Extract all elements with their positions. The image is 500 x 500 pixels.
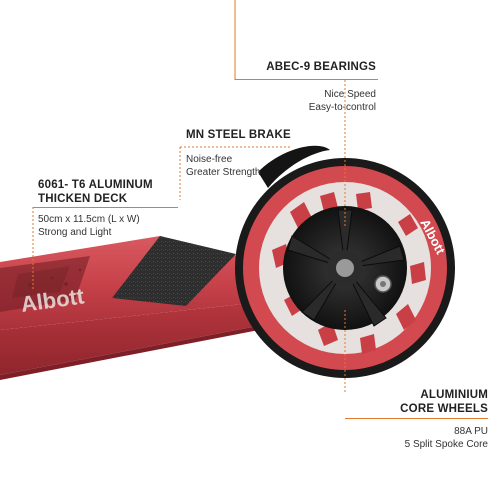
grip-tape [112, 236, 236, 306]
bearings-line-1: Nice Speed [324, 89, 376, 100]
brake-line-2: Greater Strength [186, 167, 261, 178]
callout-deck-desc: 50cm x 11.5cm (L x W) Strong and Light [38, 213, 188, 239]
wheels-title-1: ALUMINIUM [420, 389, 488, 401]
callout-deck: 6061- T6 ALUMINUM THICKEN DECK [38, 178, 188, 206]
brake-title: MN STEEL BRAKE [186, 129, 291, 141]
guide-lines [32, 0, 346, 392]
deck-rule [33, 207, 178, 208]
callout-brake-desc: Noise-free Greater Strength [186, 153, 326, 179]
callout-wheels-desc: 88A PU 5 Split Spoke Core [348, 425, 488, 451]
callout-bearings: ABEC-9 BEARINGS [226, 60, 376, 74]
wheels-rule [345, 418, 488, 419]
wheels-line-1: 88A PU [454, 426, 488, 437]
bearings-line-2: Easy-to-control [308, 102, 376, 113]
bearings-title: ABEC-9 BEARINGS [266, 61, 376, 73]
wheels-line-2: 5 Split Spoke Core [404, 439, 488, 450]
wheels-title-2: CORE WHEELS [400, 403, 488, 415]
deck-line-1: 50cm x 11.5cm (L x W) [38, 214, 140, 225]
deck-title-2: THICKEN DECK [38, 193, 128, 205]
callout-brake: MN STEEL BRAKE [186, 128, 326, 142]
callout-bearings-desc: Nice Speed Easy-to-control [226, 88, 376, 114]
brake-fender [258, 145, 330, 188]
callout-wheels: ALUMINIUM CORE WHEELS [348, 388, 488, 416]
rear-wheel: Albott [235, 158, 455, 378]
deck-graphic [0, 256, 90, 312]
deck-title-1: 6061- T6 ALUMINUM [38, 179, 153, 191]
deck-line-2: Strong and Light [38, 227, 112, 238]
bearings-rule [235, 79, 378, 80]
brake-line-1: Noise-free [186, 154, 233, 165]
